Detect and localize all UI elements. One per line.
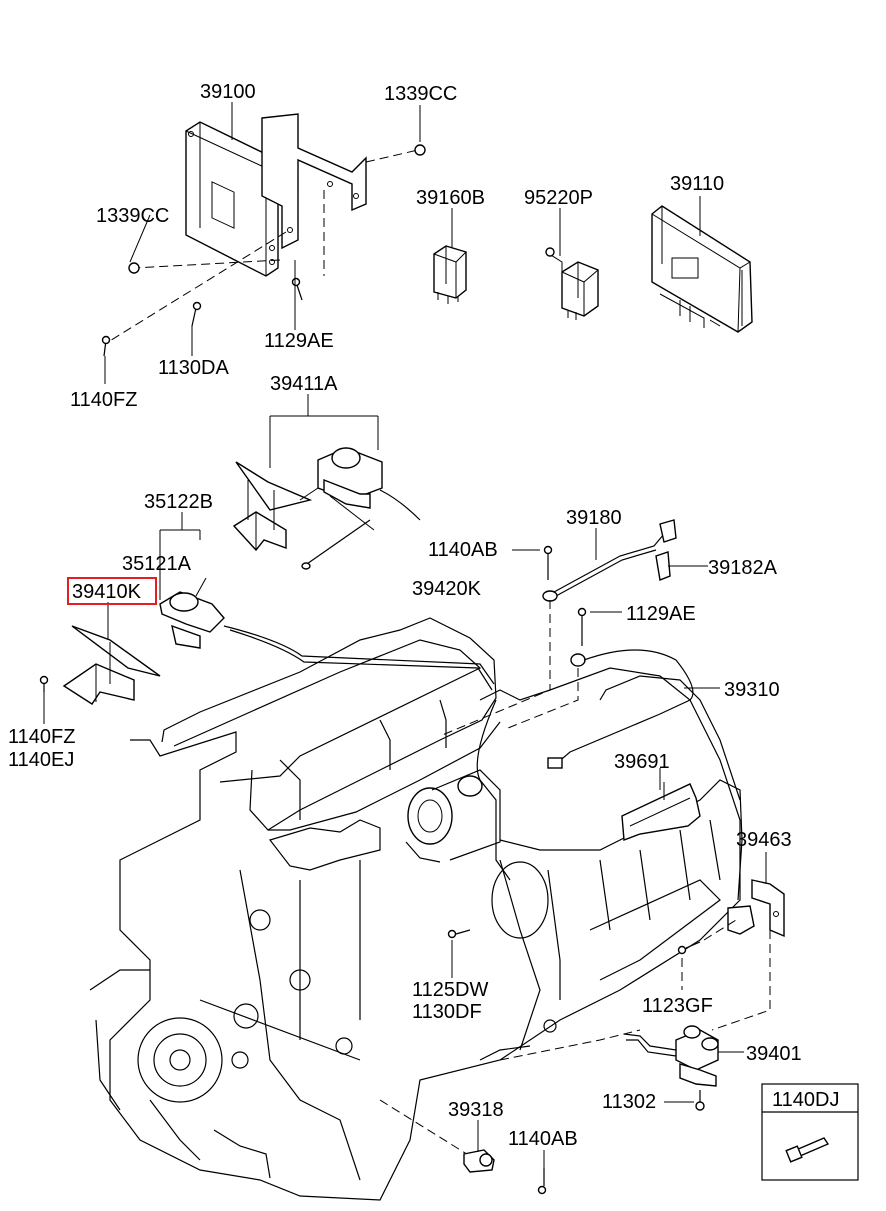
label-39410k[interactable]: 39410K: [72, 581, 142, 603]
bracket-39411a: [232, 461, 313, 552]
label-1339cc-a[interactable]: 1339CC: [384, 83, 457, 105]
bracket-39410k: [62, 625, 161, 705]
label-39420k[interactable]: 39420K: [412, 578, 482, 600]
label-1129ae-a[interactable]: 1129AE: [264, 330, 334, 352]
label-95220p[interactable]: 95220P: [524, 187, 593, 209]
label-1339cc-b[interactable]: 1339CC: [96, 205, 169, 227]
label-35121a[interactable]: 35121A: [122, 553, 192, 575]
label-11302[interactable]: 11302: [602, 1091, 656, 1113]
bolt-1125dw: [447, 929, 471, 939]
legend-box-1140dj[interactable]: [761, 1083, 859, 1181]
label-1140fz-a[interactable]: 1140FZ: [70, 389, 137, 411]
engine-assembly: [89, 617, 743, 1201]
label-39318[interactable]: 39318: [448, 1099, 504, 1121]
label-1140ab-b[interactable]: 1140AB: [508, 1128, 578, 1150]
label-1123gf[interactable]: 1123GF: [642, 995, 713, 1017]
bracket-39691: [621, 782, 701, 841]
bolt-11302: [695, 1090, 705, 1111]
label-39110[interactable]: 39110: [670, 173, 724, 195]
sensor-39318: [463, 1149, 495, 1173]
bolt-1130da: [191, 301, 202, 327]
label-39100[interactable]: 39100: [200, 81, 256, 103]
bolt-icon: [785, 1137, 830, 1163]
relay-39160b: [433, 245, 467, 304]
label-35122b[interactable]: 35122B: [144, 491, 213, 513]
sensor-39401: [623, 1025, 719, 1087]
label-1140dj[interactable]: 1140DJ: [772, 1089, 839, 1111]
label-1125dw[interactable]: 1125DW: [412, 979, 488, 1001]
bolt-1129ae-a: [291, 277, 303, 301]
bolt-1123gf: [677, 941, 701, 955]
label-1130da[interactable]: 1130DA: [158, 357, 229, 379]
label-39180[interactable]: 39180: [566, 507, 622, 529]
label-1140ab-a[interactable]: 1140AB: [428, 539, 498, 561]
nut-1339cc-a: [414, 144, 426, 156]
label-1140fz-b[interactable]: 1140FZ: [8, 726, 75, 748]
bolt-1140ab-a: [543, 545, 553, 580]
nut-1339cc-b: [128, 262, 140, 274]
highlight-box-39410k: [67, 577, 157, 605]
bolt-1140ab-b: [537, 1168, 547, 1195]
label-39160b[interactable]: 39160B: [416, 187, 485, 209]
label-39182a[interactable]: 39182A: [708, 557, 778, 579]
bracket-39463: [727, 879, 785, 938]
bolt-1140fz-b: [39, 675, 49, 692]
label-1140ej[interactable]: 1140EJ: [8, 749, 74, 771]
sensor-39180: [542, 519, 677, 602]
label-1129ae-b[interactable]: 1129AE: [626, 603, 696, 625]
bolt-1129ae-b: [577, 607, 587, 646]
bolt-1140fz-a: [101, 335, 111, 357]
label-39463[interactable]: 39463: [736, 829, 792, 851]
label-39310[interactable]: 39310: [724, 679, 780, 701]
relay-95220p: [545, 247, 599, 320]
label-39691[interactable]: 39691: [614, 751, 670, 773]
label-39411a[interactable]: 39411A: [270, 373, 338, 395]
ecu-39110: [651, 205, 753, 333]
label-1130df[interactable]: 1130DF: [412, 1001, 482, 1023]
label-39401[interactable]: 39401: [746, 1043, 802, 1065]
actuator-39411a: [299, 447, 421, 570]
bracket-39100: [261, 113, 367, 250]
actuator-39410k: [159, 591, 495, 691]
